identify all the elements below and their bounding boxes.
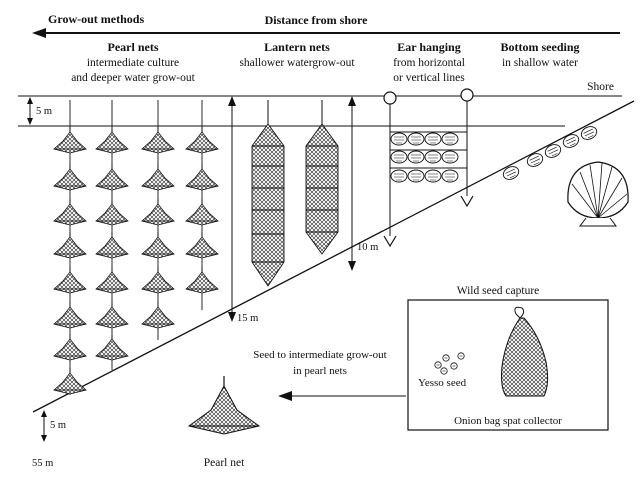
lantern-net-1 — [251, 100, 285, 287]
scallop-shell-illustration — [567, 161, 629, 227]
ear-hanging-desc-1: from horizontal — [393, 57, 465, 69]
lantern-nets-desc-1: shallower watergrow-out — [239, 57, 355, 69]
sea-floor-slope — [32, 100, 635, 413]
lantern-nets-title: Lantern nets — [264, 40, 330, 54]
pearl-net-column-3 — [141, 100, 175, 340]
ear-hanging-desc-2: or vertical lines — [393, 72, 465, 84]
depth-10m-label: 10 m — [357, 242, 378, 253]
ear-hanging-rig — [383, 88, 474, 248]
seed-transfer-label-2: in pearl nets — [293, 365, 347, 377]
bottom-seeding-desc-1: in shallow water — [502, 57, 578, 69]
lantern-net-2 — [305, 100, 339, 255]
pearl-net-label: Pearl net — [204, 457, 245, 469]
wild-seed-capture-title: Wild seed capture — [457, 285, 540, 297]
depth-55m-label: 55 m — [32, 458, 53, 469]
pearl-net-column-2 — [95, 100, 129, 370]
ear-hanging-title: Ear hanging — [397, 40, 460, 54]
onion-bag-spat-collector — [501, 306, 549, 397]
bottom-seeding-title: Bottom seeding — [501, 40, 580, 54]
depth-15m-label: 15 m — [237, 313, 258, 324]
pearl-net-column-1 — [53, 100, 87, 395]
distance-from-shore-label: Distance from shore — [265, 13, 369, 27]
pearl-nets-desc-1: intermediate culture — [87, 57, 179, 69]
shore-label: Shore — [587, 81, 614, 93]
pearl-net-column-4 — [185, 100, 219, 310]
yesso-seed-label: Yesso seed — [418, 377, 467, 389]
grow-out-methods-label: Grow-out methods — [48, 12, 144, 26]
depth-5m-top-label: 5 m — [36, 106, 52, 117]
pearl-nets-desc-2: and deeper water grow-out — [71, 72, 195, 84]
pearl-net-illustration — [188, 375, 260, 435]
spat-collector-label: Onion bag spat collector — [454, 415, 562, 427]
seed-transfer-label-1: Seed to intermediate grow-out — [253, 349, 387, 361]
distance-arrow-head — [32, 28, 46, 38]
pearl-nets-title: Pearl nets — [108, 40, 159, 54]
depth-5m-bottom-label: 5 m — [50, 420, 66, 431]
